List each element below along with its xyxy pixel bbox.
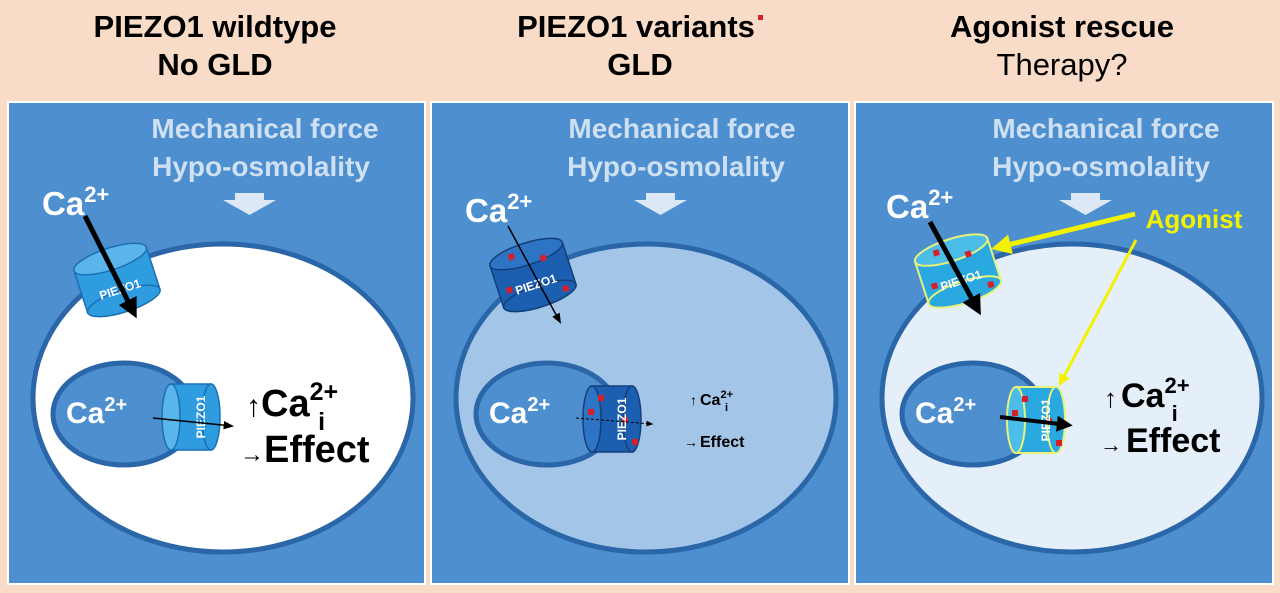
panel-3-ca-nucleus: Ca2+ [915,394,976,430]
panel-3-agonist-label: Agonist [1146,204,1243,234]
panel-2-header: PIEZO1 variants GLD [430,8,850,84]
panel-3-ca-outside: Ca2+ [886,185,953,225]
panel-3-effect: →Effect [1100,422,1220,460]
panel-1-title: PIEZO1 wildtype [93,9,337,44]
panel-2-title-text: PIEZO1 variants [517,9,755,44]
panel-3-force-arrow-icon [1059,193,1112,215]
panel-2-cell [453,241,839,555]
panel-3-ca-influx-arrow [927,220,981,316]
panel-2-piezo1-outer-channel: PIEZO1 [489,237,577,313]
panel-1-piezo1-nuclear-channel: PIEZO1 [161,383,221,451]
panel-3-subtitle: Therapy? [996,47,1128,82]
panel-3-cell [879,241,1265,555]
panel-1: Mechanical force Hypo-osmolality Ca2+ PI… [7,101,426,585]
panel-1-header: PIEZO1 wildtype No GLD [5,8,425,84]
panel-3-effect-ca: ↑Ca2+i [1104,373,1190,426]
mutation-marker-icon [757,15,763,20]
panel-3-force-line2: Hypo-osmolality [992,151,1210,182]
panel-2-nuclear-channel-label: PIEZO1 [615,397,629,440]
panel-2-piezo1-nuclear-channel: PIEZO1 [582,385,642,453]
panel-3-nuclear-channel-label: PIEZO1 [1039,398,1053,441]
panel-1-nuclear-channel-label: PIEZO1 [194,395,208,438]
panel-2-force-line2: Hypo-osmolality [567,151,785,182]
panel-2-force-line1: Mechanical force [568,113,795,144]
panel-1-ca-outside: Ca2+ [42,182,109,222]
panel-2: Mechanical force Hypo-osmolality Ca2+ PI… [430,101,850,585]
panel-2-title: PIEZO1 variants [430,8,850,46]
panel-3-nuclear-ca-arrow [999,415,1073,432]
panel-1-force-line1: Mechanical force [151,113,378,144]
panel-1-ca-influx-arrow [82,214,137,319]
panel-2-subtitle: GLD [607,47,673,82]
panel-1-subtitle: No GLD [157,47,273,82]
panel-1-effect: →Effect [240,429,370,471]
panel-2-effect: →Effect [684,434,745,451]
panel-2-nuclear-ca-arrow [575,417,654,427]
panel-1-force-line2: Hypo-osmolality [152,151,370,182]
panel-3-force-line1: Mechanical force [992,113,1219,144]
panel-3: Mechanical force Hypo-osmolality Ca2+ PI… [854,101,1274,585]
panel-2-effect-ca: ↑Ca2+i [690,389,733,414]
panel-1-cell [30,241,416,555]
panel-2-force-arrow-icon [634,193,687,215]
panel-3-agonist-arrow-nuclear [1058,239,1138,387]
panel-1-nuclear-ca-arrow [152,417,235,430]
panel-3-agonist-arrow-outer [991,211,1136,254]
panel-3-title: Agonist rescue [950,9,1174,44]
panel-1-effect-ca: ↑Ca2+i [246,378,338,436]
panel-3-header: Agonist rescue Therapy? [852,8,1272,84]
panel-1-ca-nucleus: Ca2+ [66,394,127,430]
panel-2-ca-influx-arrow [507,225,562,324]
panel-2-ca-outside: Ca2+ [465,189,532,229]
panel-1-force-arrow-icon [223,193,276,215]
panel-2-ca-nucleus: Ca2+ [489,394,550,430]
